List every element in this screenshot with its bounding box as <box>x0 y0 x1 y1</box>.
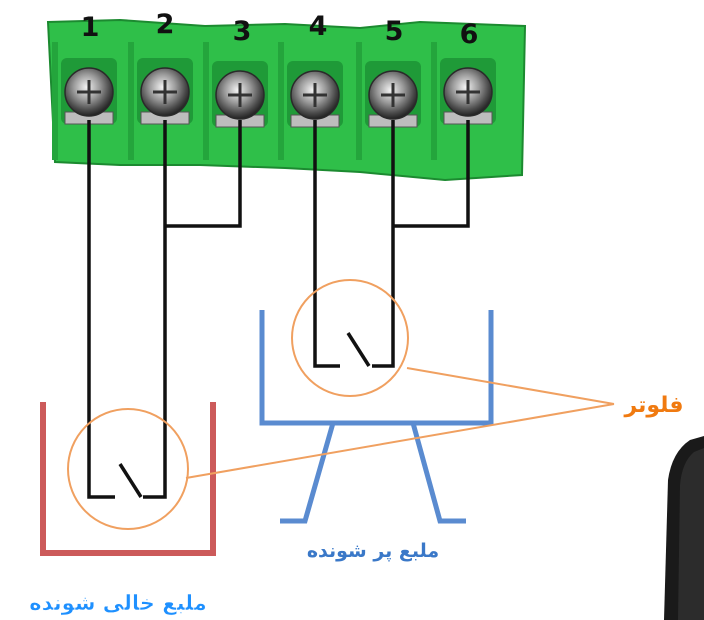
wire-terminal-5 <box>372 120 395 368</box>
wiring <box>87 120 470 499</box>
label-tank-filling: ملبع پر شونده <box>307 540 439 562</box>
tank-emptying <box>40 402 216 556</box>
terminal-number-3: 3 <box>233 16 252 47</box>
terminal-2 <box>128 42 193 160</box>
float-switch-contact-empty <box>118 463 143 498</box>
terminal-number-1: 1 <box>81 12 100 43</box>
wire-terminal-1 <box>87 120 115 499</box>
terminal-divider <box>356 42 362 160</box>
terminal-4 <box>278 42 343 160</box>
terminal-block: 1 2 3 4 5 6 <box>46 9 527 182</box>
wire-terminal-2 <box>143 120 167 499</box>
wire-terminal-3 <box>165 120 242 228</box>
tank-filling-leg-right <box>410 422 466 524</box>
terminal-1 <box>52 42 117 160</box>
terminal-number-2: 2 <box>156 9 175 40</box>
device-edge-highlight <box>678 448 704 620</box>
label-tank-emptying: ملبع خالی شونده <box>29 591 207 615</box>
label-float-switch: فلوتر <box>623 393 683 418</box>
float-pointer-empty <box>185 403 615 479</box>
terminal-divider <box>431 42 437 160</box>
tank-filling <box>259 310 494 524</box>
terminal-divider <box>203 42 209 160</box>
terminal-number-4: 4 <box>309 11 328 42</box>
terminal-divider <box>278 42 284 160</box>
terminal-number-5: 5 <box>385 16 404 47</box>
float-markers <box>67 279 615 530</box>
terminal-number-6: 6 <box>460 19 479 50</box>
terminal-divider <box>52 42 58 160</box>
terminal-6 <box>431 42 496 160</box>
tank-filling-leg-left <box>280 422 336 524</box>
float-marker-empty <box>67 408 189 530</box>
tank-filling-body <box>259 310 494 426</box>
terminal-3 <box>203 42 268 160</box>
float-pointer-fill <box>406 367 615 405</box>
terminal-divider <box>128 42 134 160</box>
float-marker-fill <box>291 279 409 397</box>
float-switch-contact-fill <box>346 332 371 367</box>
wire-terminal-6 <box>393 120 470 228</box>
wire-terminal-4 <box>313 120 340 368</box>
